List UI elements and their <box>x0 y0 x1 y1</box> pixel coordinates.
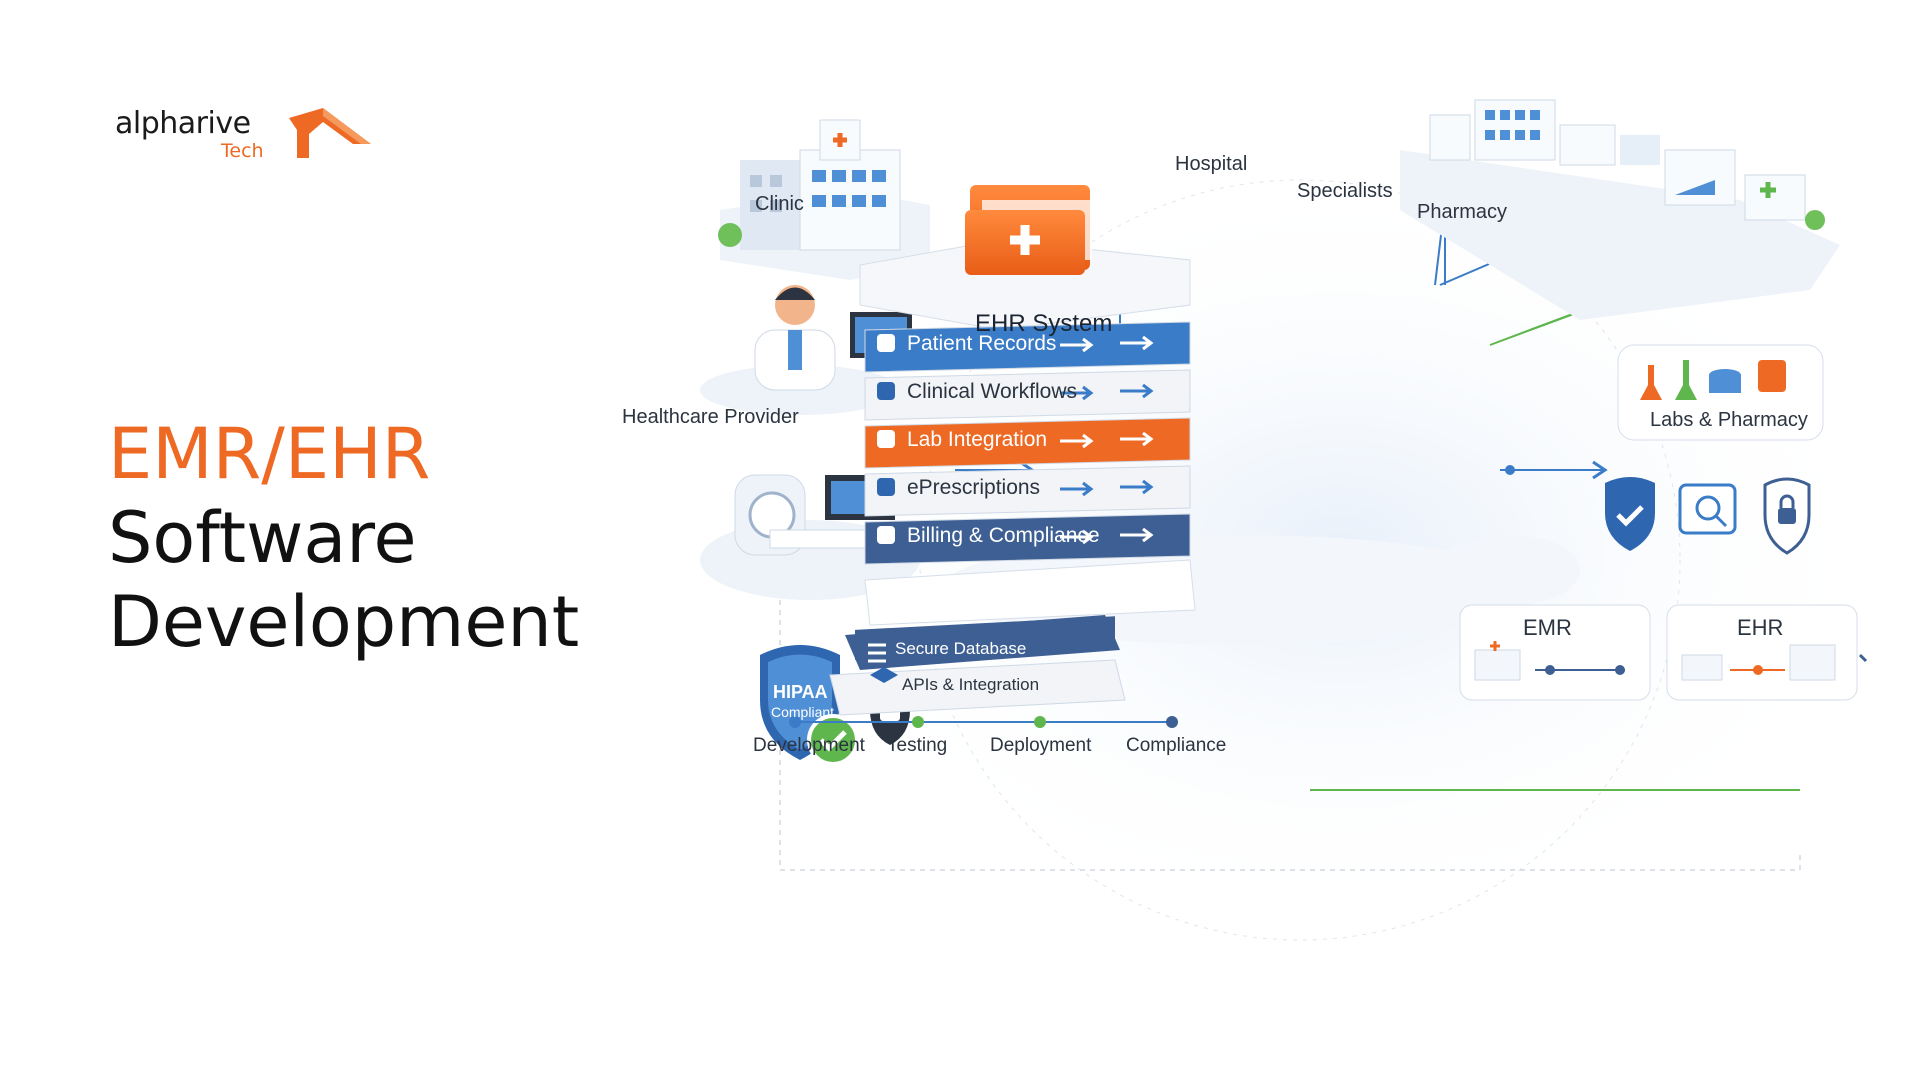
node-provider-label: Healthcare Provider <box>622 406 799 428</box>
tube-icon <box>1675 360 1697 400</box>
headline-line-2: Development <box>108 581 580 663</box>
ehr-layers <box>864 321 1191 565</box>
ehr-layer-2 <box>864 369 1191 421</box>
node-clinic-label: Clinic <box>755 193 804 215</box>
flow-arrow-icon <box>1060 527 1154 545</box>
flow-arrow-icon <box>1060 383 1154 401</box>
verified-shield-icon <box>1605 477 1655 551</box>
users-icon <box>877 334 895 352</box>
diagram-canvas <box>700 99 1900 941</box>
apis-integration-label: APIs & Integration <box>902 675 1040 694</box>
clinic-building-icon <box>718 119 930 280</box>
node-labs-label: Labs & Pharmacy <box>1650 409 1808 431</box>
pipeline-testing: Testing <box>887 735 948 756</box>
flow-arrow-icon <box>1060 335 1154 353</box>
pipeline-compliance: Compliance <box>1126 735 1227 756</box>
hospital-buildings-icon <box>1400 99 1840 320</box>
node-emr-label: EMR <box>1523 615 1572 640</box>
ehr-layer-3 <box>864 417 1191 469</box>
apis-layer <box>829 659 1126 716</box>
ehr-diagram: Clinic Hospital Specialists Pharmacy Hea… <box>622 90 1920 980</box>
ehr-layer-label-1: Patient Records <box>907 332 1057 355</box>
brand-name: alpharive <box>115 106 251 141</box>
ehr-layer-label-4: ePrescriptions <box>907 476 1041 499</box>
pipeline-development: Development <box>753 735 865 756</box>
database-icon <box>868 643 886 663</box>
padlock-icon <box>1763 477 1811 555</box>
ehr-system-title: EHR System <box>975 310 1113 337</box>
secure-database-label: Secure Database <box>895 639 1027 658</box>
emr-card <box>1459 604 1651 701</box>
hipaa-sub-label: Compliant <box>771 704 835 720</box>
flow-arrow-icon <box>1060 479 1154 497</box>
hipaa-shield-icon <box>760 645 910 766</box>
node-ehr-label: EHR <box>1737 615 1784 640</box>
flask-icon <box>877 430 895 448</box>
brand-sub: Tech <box>221 140 264 162</box>
node-pharmacy-label: Pharmacy <box>1417 201 1508 223</box>
clipboard-icon <box>1758 360 1786 392</box>
flask-icon <box>1640 365 1662 400</box>
arrow-right-icon <box>1592 460 1608 480</box>
cube-icon <box>870 667 898 683</box>
node-specialists-label: Specialists <box>1297 180 1393 202</box>
ehr-card <box>1666 604 1868 701</box>
ehr-layer-label-2: Clinical Workflows <box>907 380 1077 403</box>
headline: EMR/EHR Software Development <box>108 412 668 664</box>
headline-accent: EMR/EHR <box>108 413 431 495</box>
flow-arrow-icon <box>1060 431 1154 449</box>
medical-folder-icon <box>965 185 1092 275</box>
node-hospital-label: Hospital <box>1175 153 1248 175</box>
hipaa-label: HIPAA <box>773 682 828 702</box>
pipeline-deployment: Deployment <box>990 735 1092 756</box>
cube-icon <box>877 382 895 400</box>
ehr-layer-5 <box>864 513 1191 565</box>
search-document-icon <box>1678 483 1737 535</box>
brand-mark-icon <box>289 108 371 158</box>
secure-database-layer <box>845 615 1120 670</box>
headline-line-1: Software <box>108 497 417 579</box>
ehr-layer-4 <box>864 465 1191 517</box>
brand-logo: alpharive Tech <box>115 100 375 170</box>
ehr-layer-label-5: Billing & Compliance <box>907 524 1100 547</box>
ehr-layer-label-3: Lab Integration <box>907 428 1048 451</box>
pipeline-track <box>789 716 1178 728</box>
stack-bottom-platform <box>864 559 1196 626</box>
labs-pharmacy-card <box>1617 344 1824 441</box>
rx-icon <box>877 478 895 496</box>
ehr-layer-1 <box>864 321 1191 373</box>
check-circle-icon <box>877 526 895 544</box>
